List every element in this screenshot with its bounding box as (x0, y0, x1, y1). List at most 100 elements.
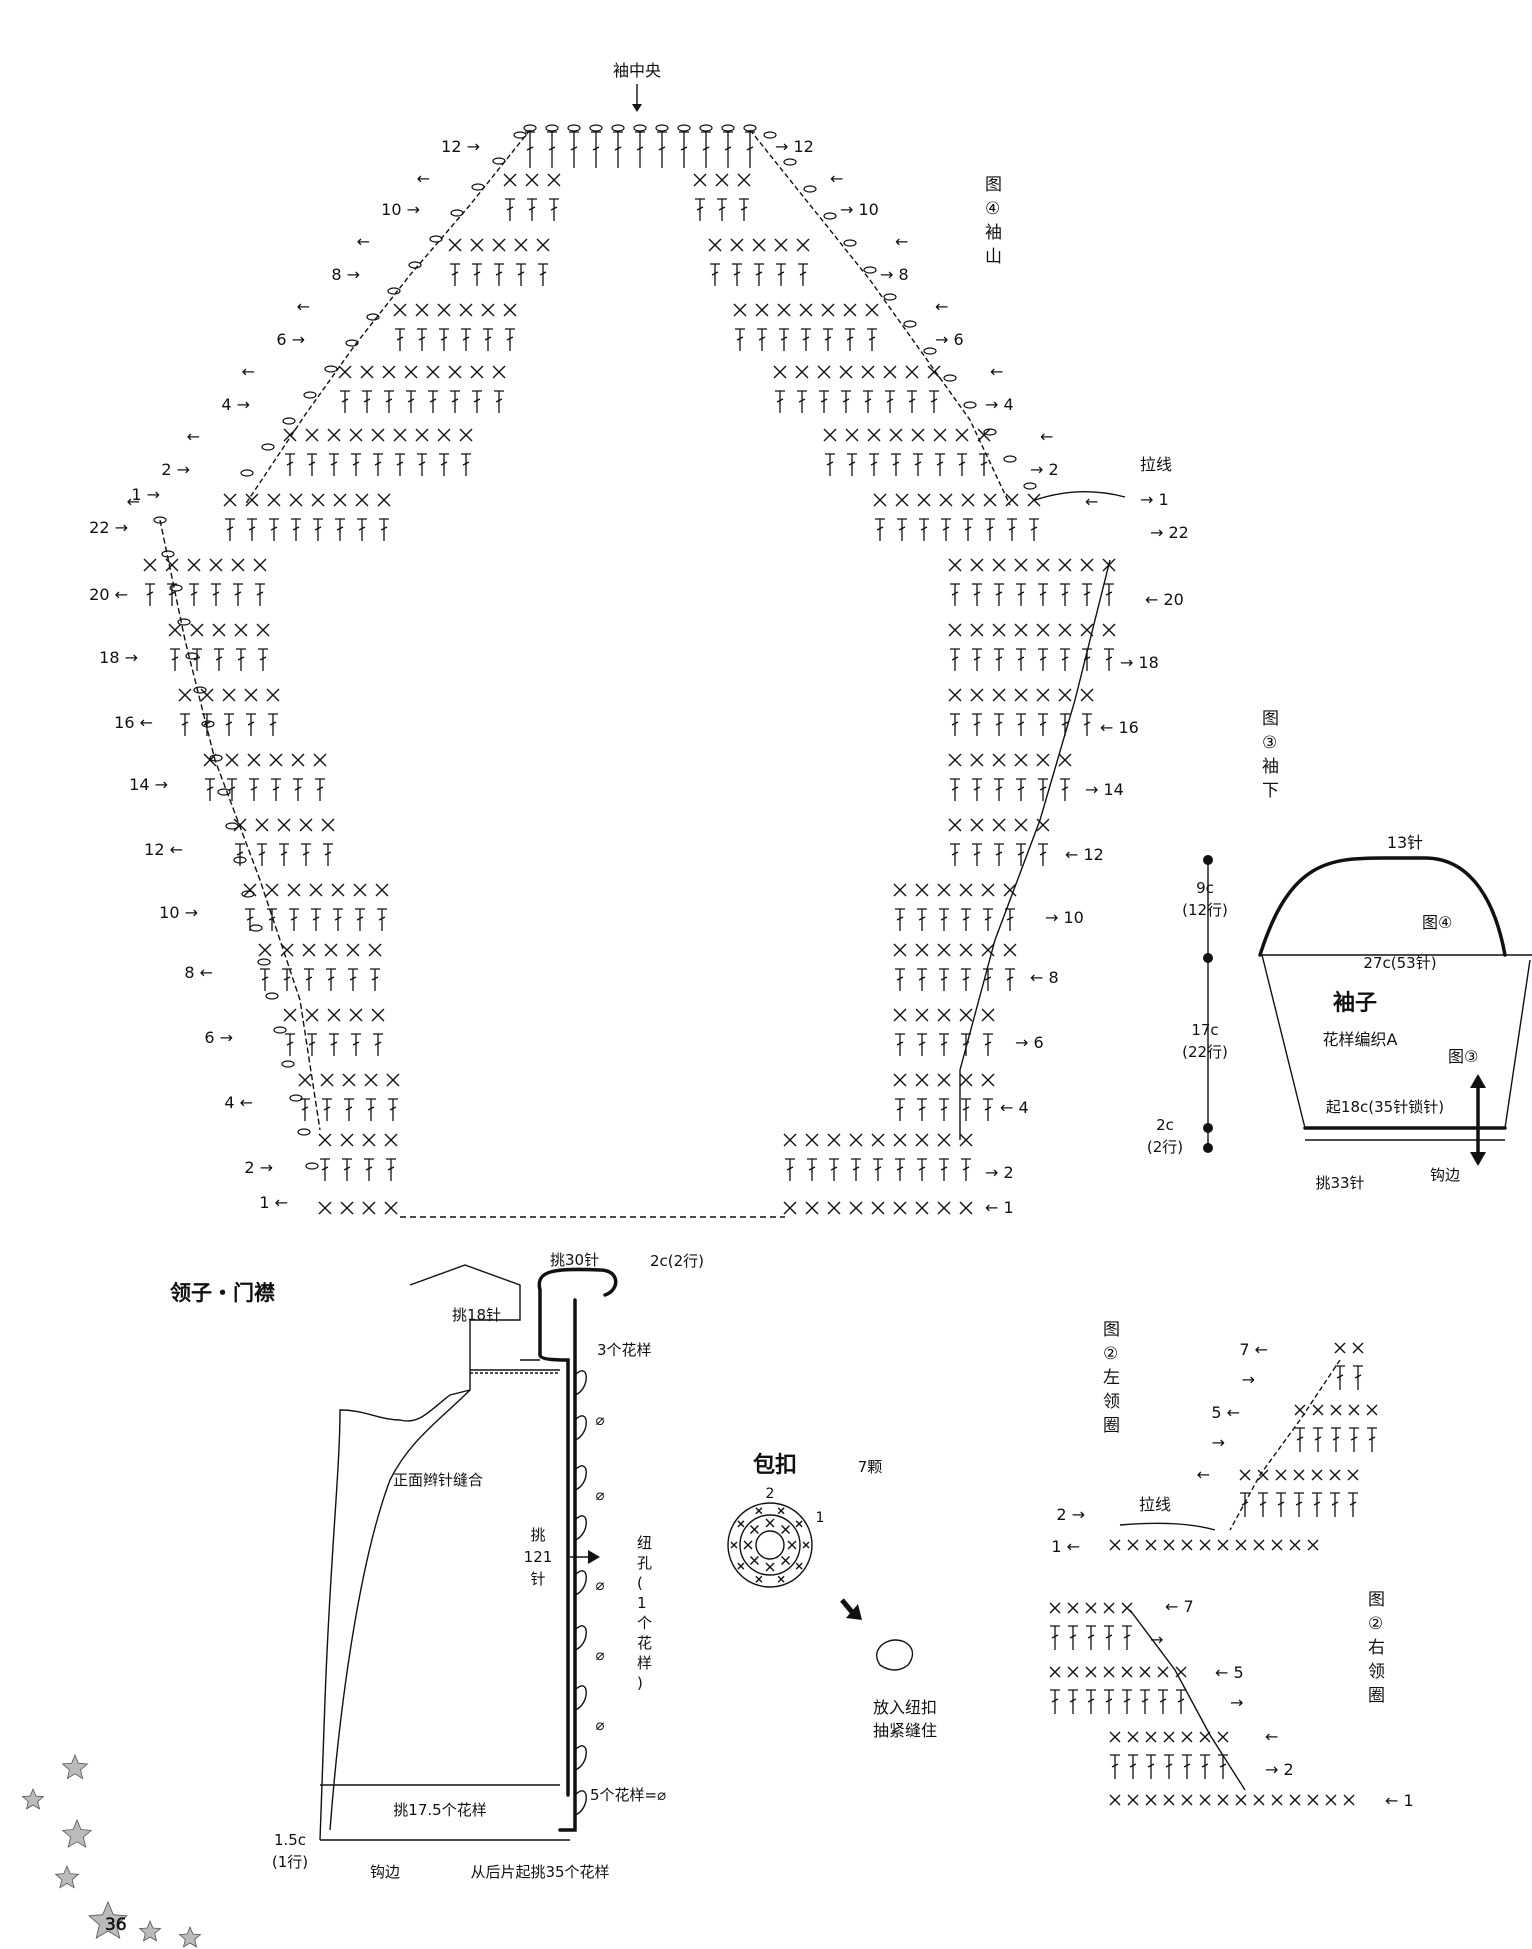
lower-row-label-left: 8 ← (184, 963, 213, 982)
svg-text:挑30针: 挑30针 (550, 1251, 599, 1269)
double-crochet-mark (845, 328, 855, 351)
lower-row-label-left: 2 → (244, 1158, 273, 1177)
svg-text:抽紧缝住: 抽紧缝住 (873, 1721, 937, 1740)
pattern-mark: ⌀ (595, 1486, 604, 1504)
neck-row-label: 5 ← (1211, 1403, 1240, 1422)
svg-text:挑18针: 挑18针 (452, 1306, 501, 1324)
single-crochet-mark (1199, 1539, 1211, 1551)
chain-mark (783, 158, 797, 166)
chain-mark (655, 124, 669, 132)
row-arrow: → (1230, 1693, 1243, 1712)
single-crochet-mark (362, 1201, 376, 1215)
double-crochet-mark (1007, 518, 1017, 541)
single-crochet-mark (1257, 1469, 1269, 1481)
row-arrow: ← (297, 297, 310, 316)
double-crochet-mark (798, 263, 808, 286)
pattern-mark: ⌀ (595, 1576, 604, 1594)
left-cap-edge (244, 129, 531, 506)
double-crochet-mark (362, 390, 372, 413)
single-crochet-mark (1235, 1794, 1247, 1806)
single-crochet-mark (481, 303, 495, 317)
double-crochet-mark (929, 390, 939, 413)
double-crochet-mark (776, 263, 786, 286)
svg-text:起18c(35针锁针): 起18c(35针锁针) (1326, 1098, 1444, 1116)
double-crochet-mark (919, 518, 929, 541)
double-crochet-mark (211, 583, 221, 606)
single-crochet-mark (324, 943, 338, 957)
chain-mark (265, 992, 279, 1000)
cap-row-label-right: → 1 (1140, 490, 1169, 509)
cap-row-label-left: 1 → (131, 485, 160, 504)
single-crochet-mark (340, 1133, 354, 1147)
single-crochet-mark (470, 238, 484, 252)
single-crochet-mark (299, 818, 313, 832)
single-crochet-mark (1325, 1794, 1337, 1806)
single-crochet-mark (992, 558, 1006, 572)
double-crochet-mark (384, 390, 394, 413)
single-crochet-mark (1058, 558, 1072, 572)
chain-mark (249, 924, 263, 932)
single-crochet-mark (200, 688, 214, 702)
single-crochet-mark (1217, 1539, 1229, 1551)
double-crochet-mark (377, 908, 387, 931)
double-crochet-mark (1104, 1625, 1114, 1650)
double-crochet-mark (351, 453, 361, 476)
double-crochet-mark (538, 263, 548, 286)
single-crochet-mark (765, 1518, 775, 1528)
double-crochet-mark (1016, 713, 1026, 736)
svg-text:挑: 挑 (530, 1526, 545, 1544)
single-crochet-mark (143, 558, 157, 572)
star-icon (138, 1919, 162, 1942)
double-crochet-mark (657, 131, 667, 168)
double-crochet-mark (494, 263, 504, 286)
double-crochet-mark (1005, 968, 1015, 991)
single-crochet-mark (948, 558, 962, 572)
single-crochet-mark (937, 1201, 951, 1215)
single-crochet-mark (1311, 1469, 1323, 1481)
double-crochet-mark (994, 778, 1004, 801)
double-crochet-mark (1016, 648, 1026, 671)
double-crochet-mark (739, 198, 749, 221)
svg-text:5个花样=⌀: 5个花样=⌀ (590, 1786, 666, 1804)
double-crochet-mark (895, 968, 905, 991)
single-crochet-mark (992, 818, 1006, 832)
single-crochet-mark (1005, 493, 1019, 507)
double-crochet-mark (315, 778, 325, 801)
lower-row-label-left: 14 → (129, 775, 168, 794)
double-crochet-mark (236, 648, 246, 671)
double-crochet-mark (180, 713, 190, 736)
lower-row-label-right: ← 4 (1000, 1098, 1029, 1117)
double-crochet-mark (873, 1158, 883, 1181)
single-crochet-mark (737, 1562, 745, 1570)
double-crochet-mark (235, 843, 245, 866)
single-crochet-mark (1085, 1666, 1097, 1678)
single-crochet-mark (283, 428, 297, 442)
single-crochet-mark (1348, 1404, 1360, 1416)
single-crochet-mark (1014, 818, 1028, 832)
double-crochet-mark (1086, 1689, 1096, 1714)
double-crochet-mark (569, 131, 579, 168)
single-crochet-mark (1347, 1469, 1359, 1481)
row-arrow: ← (935, 297, 948, 316)
double-crochet-mark (1038, 778, 1048, 801)
single-crochet-mark (225, 753, 239, 767)
chain-mark (408, 261, 422, 269)
single-crochet-mark (1049, 1666, 1061, 1678)
chain-mark (943, 374, 957, 382)
double-crochet-mark (472, 263, 482, 286)
single-crochet-mark (327, 1008, 341, 1022)
single-crochet-mark (362, 1133, 376, 1147)
chain-mark (282, 417, 296, 425)
double-crochet-mark (701, 131, 711, 168)
double-crochet-mark (267, 908, 277, 931)
single-crochet-mark (795, 365, 809, 379)
single-crochet-mark (318, 1201, 332, 1215)
single-crochet-mark (1109, 1539, 1121, 1551)
single-crochet-mark (755, 1507, 763, 1515)
button-inner-ring (755, 1530, 785, 1560)
single-crochet-mark (342, 1073, 356, 1087)
double-crochet-mark (373, 453, 383, 476)
double-crochet-mark (717, 198, 727, 221)
single-crochet-mark (1103, 1602, 1115, 1614)
double-crochet-mark (950, 583, 960, 606)
